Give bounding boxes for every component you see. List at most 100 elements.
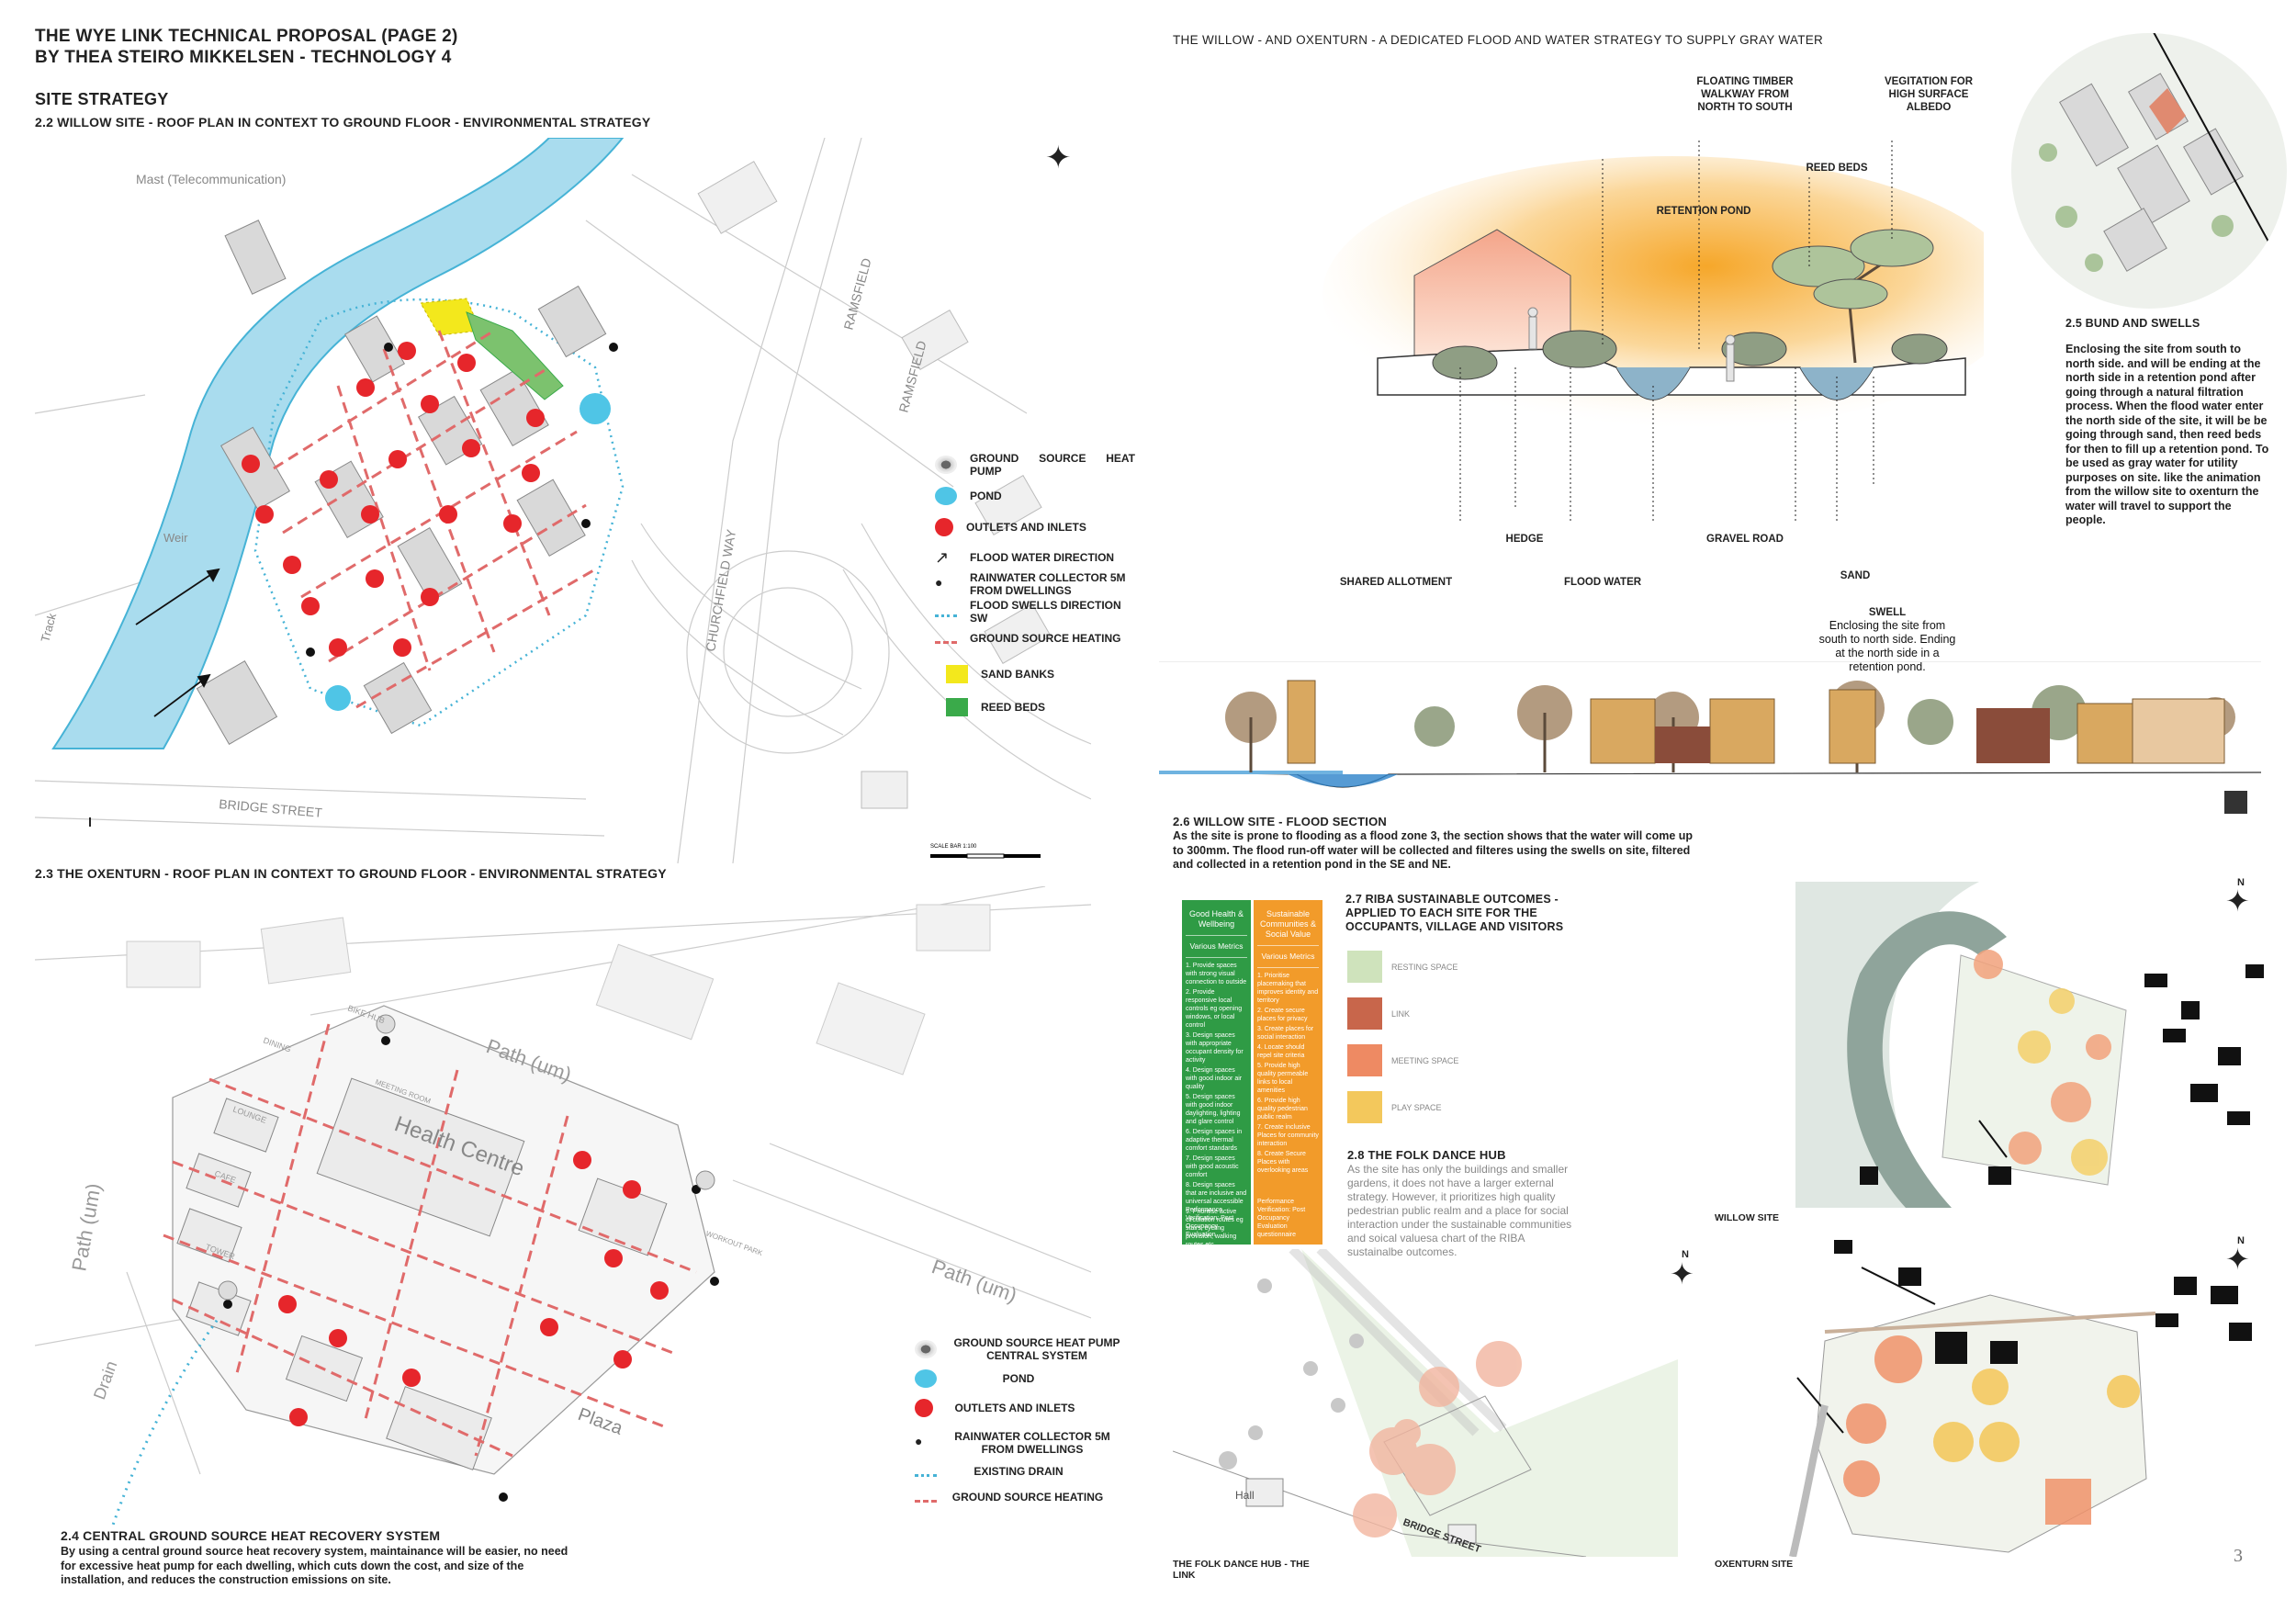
oxenturn-mini-caption: OXENTURN SITE xyxy=(1715,1559,1794,1570)
flood-cross-section xyxy=(1322,110,2020,551)
label-shared-allotment: SHARED ALLOTMENT xyxy=(1339,577,1453,588)
riba-col1-foot: Performance Verification: Post Occupancy… xyxy=(1186,1207,1234,1238)
heat-pump-icon xyxy=(935,456,957,474)
legend-item: LINK xyxy=(1347,997,1410,1030)
willow-plan-svg: Mast (Telecommunication) RAMSFIELD RAMSF… xyxy=(34,137,1092,864)
riba-col1-head: Good Health & Wellbeing xyxy=(1186,904,1247,936)
legend-item: GROUND SOURCE HEAT PUMP xyxy=(935,452,1135,478)
sand-bank xyxy=(420,298,481,336)
dotted-line-icon xyxy=(915,1467,937,1477)
dotted-line-icon xyxy=(935,607,957,617)
riba-list-item: 2. Provide responsive local controls eg … xyxy=(1186,989,1243,1029)
map-label-ramsfield-1: RAMSFIELD xyxy=(840,256,873,332)
willow-mini-caption: WILLOW SITE xyxy=(1715,1212,1779,1223)
reed-icon xyxy=(946,698,968,716)
pond-icon xyxy=(915,1369,937,1388)
legend-item: FLOOD SWELLS DIRECTION SW xyxy=(935,599,1126,625)
legend-item: ↗ FLOOD WATER DIRECTION xyxy=(935,548,1115,567)
heat-pump-icon xyxy=(915,1340,937,1358)
riba-list-item: 7. Create inclusive Places for community… xyxy=(1257,1124,1319,1147)
willow-mini-svg xyxy=(1795,882,2264,1208)
bund-title: 2.5 BUND AND SWELLS xyxy=(2065,317,2200,330)
map-label-track: Track xyxy=(38,611,59,643)
compass-north-label: N xyxy=(2237,877,2245,888)
compass-icon: ✦ xyxy=(2225,884,2250,918)
oxenturn-legend: GROUND SOURCE HEAT PUMP CENTRAL SYSTEM P… xyxy=(915,1336,1135,1520)
map-label-dining: DINING xyxy=(262,1035,292,1053)
oxenturn-mini-svg xyxy=(1789,1240,2252,1558)
label-retention-pond: RETENTION POND xyxy=(1656,206,1751,217)
heat-system-title: 2.4 CENTRAL GROUND SOURCE HEAT RECOVERY … xyxy=(61,1528,441,1543)
map-label-ramsfield-2: RAMSFIELD xyxy=(895,339,929,414)
folk-hub-svg: Hall BRIDGE STREET xyxy=(1172,1245,1678,1558)
scale-bar: SCALE BAR 1:100 xyxy=(930,844,1041,859)
outlet-points xyxy=(242,342,545,657)
label-sand: SAND xyxy=(1840,570,1871,581)
resting-space-swatch xyxy=(1347,951,1382,983)
flood-swell-boundary xyxy=(253,298,625,727)
sand-icon xyxy=(946,665,968,683)
outlet-icon xyxy=(915,1399,933,1417)
riba-list-item: 6. Provide high quality pedestrian publi… xyxy=(1257,1098,1308,1121)
riba-list-item: 5. Design spaces with good indoor daylig… xyxy=(1186,1094,1241,1125)
oxenturn-plan-heading: 2.3 THE OXENTURN - ROOF PLAN IN CONTEXT … xyxy=(35,866,667,881)
title-line-1: THE WYE LINK TECHNICAL PROPOSAL (PAGE 2) xyxy=(35,27,458,46)
cross-section-svg xyxy=(1322,110,2020,551)
dashed-line-icon xyxy=(935,634,957,644)
flood-section-title: 2.6 WILLOW SITE - FLOOD SECTION xyxy=(1173,815,1387,828)
section-title: SITE STRATEGY xyxy=(35,90,169,108)
compass-north-label: N xyxy=(1682,1249,1689,1260)
pond-icon xyxy=(935,487,957,505)
legend-item: ● RAINWATER COLLECTOR 5M FROM DWELLINGS xyxy=(915,1430,1110,1456)
pond-south xyxy=(325,685,351,711)
map-label-bridge-street: BRIDGE STREET xyxy=(219,796,323,820)
flood-section-text: As the site is prone to flooding as a fl… xyxy=(1173,829,1694,871)
riba-list-item: 5. Provide high quality permeable links … xyxy=(1257,1063,1309,1094)
heating-lines xyxy=(163,1023,697,1458)
willow-legend: GROUND SOURCE HEAT PUMP POND OUTLETS AND… xyxy=(935,452,1137,727)
outlet-icon xyxy=(935,518,953,536)
legend-item: RESTING SPACE xyxy=(1347,951,1458,983)
riba-col2-head: Sustainable Communities & Social Value xyxy=(1257,904,1319,946)
collector-icon: ● xyxy=(935,575,943,590)
riba-column-health: Good Health & Wellbeing Various Metrics … xyxy=(1182,900,1251,1275)
label-swell-title: SWELL xyxy=(1868,607,1907,618)
document-title: THE WYE LINK TECHNICAL PROPOSAL (PAGE 2)… xyxy=(35,26,458,68)
map-label-path-2: Path (um) xyxy=(67,1181,105,1272)
outlet-points xyxy=(278,1151,669,1426)
flood-strategy-heading: THE WILLOW - AND OXENTURN - A DEDICATED … xyxy=(1173,33,1824,47)
riba-col2-list: 1. Prioritise placemaking that improves … xyxy=(1257,972,1319,1175)
legend-item: OUTLETS AND INLETS xyxy=(915,1399,1084,1417)
legend-item: MEETING SPACE xyxy=(1347,1044,1458,1076)
flood-section-svg xyxy=(1158,680,2262,814)
legend-item: SAND BANKS xyxy=(946,665,1054,683)
play-space-swatch xyxy=(1347,1091,1382,1123)
riba-list-item: 7. Design spaces with good acoustic comf… xyxy=(1186,1155,1239,1178)
label-walkway: FLOATING TIMBER WALKWAY FROM NORTH TO SO… xyxy=(1696,76,1794,113)
legend-item: OUTLETS AND INLETS xyxy=(935,518,1086,536)
compass-north-label: N xyxy=(2237,1235,2245,1246)
legend-item: GROUND SOURCE HEATING xyxy=(915,1491,1106,1504)
map-label-drain: Drain xyxy=(90,1358,121,1402)
riba-list-item: 3. Design spaces with appropriate occupa… xyxy=(1186,1032,1244,1064)
title-line-2: BY THEA STEIRO MIKKELSEN - TECHNOLOGY 4 xyxy=(35,48,452,67)
dashed-line-icon xyxy=(915,1492,937,1503)
riba-col2-foot: Performance Verification: Post Occupancy… xyxy=(1257,1199,1306,1238)
map-label-hall: Hall xyxy=(1235,1489,1255,1502)
oxenturn-mini-map xyxy=(1715,1240,2266,1558)
link-swatch xyxy=(1347,997,1382,1030)
arrow-icon: ↗ xyxy=(935,548,950,567)
riba-list-item: 9. Prioritise active circulation routes … xyxy=(1186,1209,1244,1248)
legend-item: GROUND SOURCE HEAT PUMP CENTRAL SYSTEM xyxy=(915,1336,1124,1362)
riba-list-item: 1. Provide spaces with strong visual con… xyxy=(1186,963,1247,986)
flood-section-drawing xyxy=(1158,661,2262,818)
pond-north xyxy=(580,393,611,424)
riba-list-item: 8. Create Secure Places with overlooking… xyxy=(1257,1151,1309,1174)
legend-item: POND xyxy=(935,487,1002,505)
map-label-mast: Mast (Telecommunication) xyxy=(136,172,286,186)
label-swell-text: Enclosing the site from south to north s… xyxy=(1818,619,1956,673)
legend-item: ● RAINWATER COLLECTOR 5M FROM DWELLINGS xyxy=(935,571,1126,597)
riba-list-item: 8. Design spaces that are inclusive and … xyxy=(1186,1182,1247,1205)
label-hedge: HEDGE xyxy=(1505,534,1544,545)
collector-icon: ● xyxy=(915,1434,923,1448)
